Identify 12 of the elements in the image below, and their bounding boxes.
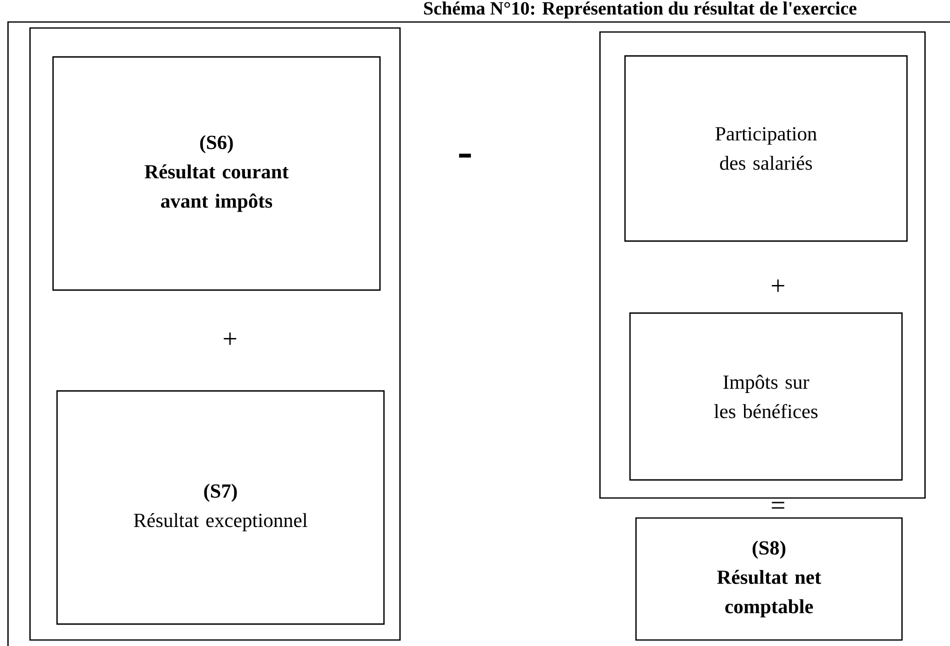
text-box: (S6) Résultat courant avant impôts bbox=[52, 56, 381, 291]
text-box: (S7) Résultat exceptionnel bbox=[56, 390, 385, 625]
operator-sign: = bbox=[772, 502, 784, 509]
operator-sign: + bbox=[772, 279, 784, 292]
text-box: Impôts sur les bénéfices bbox=[629, 312, 903, 481]
operator-sign: + bbox=[224, 332, 236, 345]
operator-sign: - bbox=[459, 154, 471, 158]
text-box: (S8) Résultat net comptable bbox=[635, 517, 903, 641]
text-box: Participation des salariés bbox=[624, 55, 908, 242]
group-box bbox=[599, 31, 926, 499]
group-box bbox=[29, 27, 401, 641]
title: Schéma N°10: Représentation du résultat de l'exercice bbox=[424, 2, 856, 18]
